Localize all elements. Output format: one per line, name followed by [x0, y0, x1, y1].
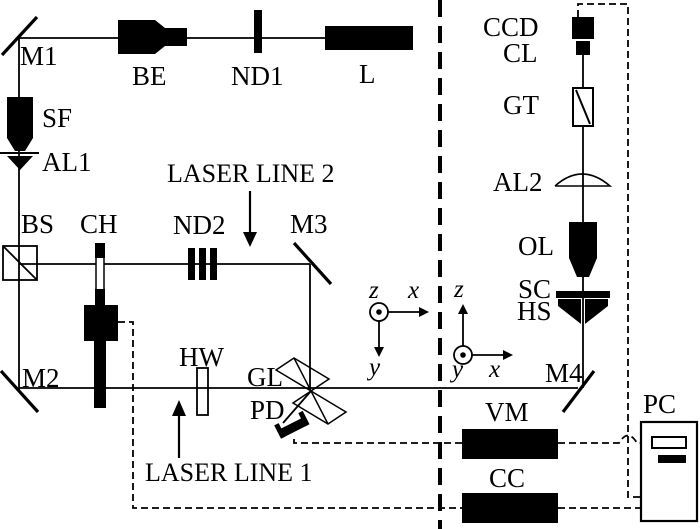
mirror-m4	[561, 370, 596, 413]
cable-ch-to-cc	[118, 321, 462, 509]
label-al1: AL1	[42, 147, 92, 177]
label-m1: M1	[20, 41, 58, 71]
label-sf: SF	[42, 103, 73, 133]
glan-thompson-shape	[572, 87, 594, 127]
chopper-blade	[94, 341, 106, 408]
label-m3: M3	[290, 209, 328, 239]
chopper-motor	[84, 305, 118, 341]
pc-tower-shape	[639, 420, 699, 523]
beam-splitter-shape	[2, 245, 38, 281]
label-cl: CL	[503, 38, 538, 68]
sample-shape	[556, 291, 610, 298]
coord-frame-right	[453, 304, 513, 365]
label-pc: PC	[643, 389, 677, 419]
mirror-m3	[292, 241, 333, 286]
label-gl: GL	[247, 362, 283, 392]
mirror-m1	[0, 15, 39, 57]
label-hw: HW	[179, 342, 224, 372]
label-l: L	[359, 59, 376, 89]
label-gt: GT	[503, 90, 539, 120]
label-laser-line-1: LASER LINE 1	[145, 458, 313, 487]
laser-shape	[325, 26, 413, 50]
axis-left-x: x	[408, 277, 420, 304]
axis-right-y: y	[452, 356, 464, 383]
spatial-filter-shape	[0, 97, 39, 170]
label-nd1: ND1	[231, 61, 284, 91]
label-nd2: ND2	[173, 210, 226, 240]
laser-line1-arrow	[172, 400, 186, 458]
beam-expander-shape	[118, 20, 187, 54]
half-wave-plate-shape	[196, 367, 209, 416]
holder-stage-shape	[558, 299, 608, 324]
pc-drive-slot	[651, 436, 687, 449]
axis-right-z: z	[454, 276, 464, 303]
camera-lens-shape	[576, 41, 590, 55]
label-be: BE	[132, 61, 167, 91]
ccd-shape	[572, 17, 594, 39]
nd-filter2-shape	[188, 248, 217, 280]
signal-cables-dashed	[118, 3, 641, 509]
axis-right-x: x	[489, 356, 501, 383]
cable-vm-to-pc	[558, 434, 641, 444]
nd-filter1-shape	[254, 10, 262, 53]
aspheric-lens1-shape	[7, 156, 33, 170]
label-bs: BS	[21, 209, 55, 239]
label-ol: OL	[518, 231, 554, 261]
axis-left-z: z	[369, 277, 379, 304]
cable-pd-to-vm	[293, 435, 462, 444]
label-ccd: CCD	[483, 12, 539, 42]
laser-line2-arrow	[243, 191, 257, 247]
beam-lines	[18, 37, 584, 424]
glan-polarizer-shape	[274, 357, 348, 425]
label-vm: VM	[485, 397, 529, 427]
coord-frame-left	[369, 302, 429, 357]
mirror-m2	[0, 369, 40, 414]
label-ch: CH	[80, 209, 118, 239]
label-cc: CC	[489, 463, 526, 493]
aspheric-lens2-shape	[554, 173, 613, 187]
label-m4: M4	[545, 358, 583, 388]
label-sc: SC	[518, 274, 552, 304]
label-pd: PD	[250, 395, 285, 425]
axis-left-y: y	[369, 354, 381, 381]
label-m2: M2	[22, 363, 60, 393]
chopper-controller-shape	[462, 493, 558, 523]
pc-vent-bar	[658, 455, 686, 463]
label-hs: HS	[517, 296, 552, 326]
mirrors	[0, 15, 596, 414]
chopper-shape	[84, 243, 118, 408]
photodiode-shape	[274, 410, 310, 439]
label-laser-line-2: LASER LINE 2	[167, 159, 335, 188]
voltmeter-shape	[462, 429, 558, 459]
objective-lens-shape	[569, 222, 597, 277]
label-al2: AL2	[493, 167, 543, 197]
